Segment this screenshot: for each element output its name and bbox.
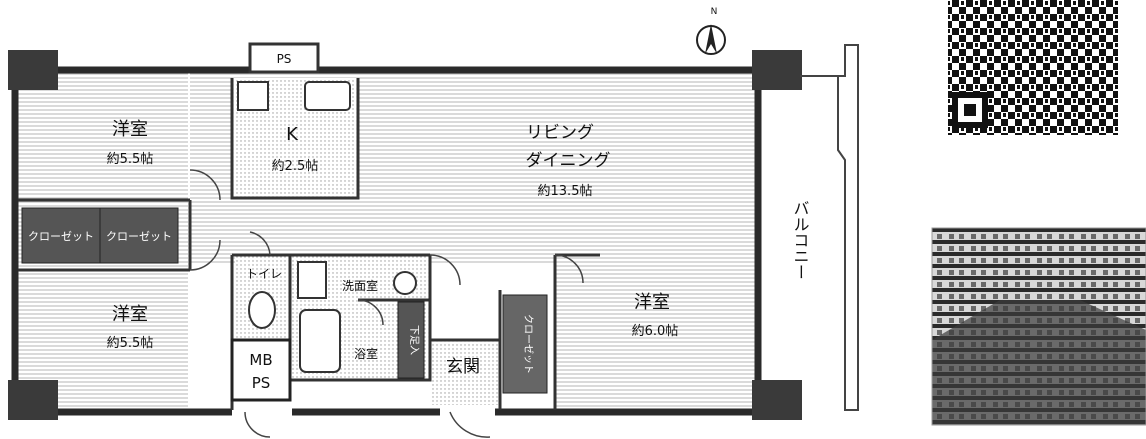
room-kitchen-name: K bbox=[286, 124, 299, 145]
room-living-size: 約13.5帖 bbox=[538, 184, 593, 199]
mbps-box bbox=[230, 338, 292, 402]
door-swings bbox=[189, 169, 584, 438]
mbps-label-2: PS bbox=[252, 374, 271, 392]
room-bath-name: 浴室 bbox=[354, 346, 378, 361]
room-western-se-name: 洋室 bbox=[634, 292, 670, 313]
compass-needle bbox=[705, 24, 717, 54]
qr-code-image bbox=[948, 0, 1118, 135]
room-western-nw-size: 約5.5帖 bbox=[107, 152, 154, 167]
floor-entrance bbox=[430, 340, 500, 405]
room-kitchen-size: 約2.5帖 bbox=[272, 159, 319, 174]
room-western-sw-name: 洋室 bbox=[112, 304, 148, 325]
room-living-line2: ダイニング bbox=[526, 151, 611, 171]
room-western-sw-size: 約5.5帖 bbox=[107, 336, 154, 351]
mbps-label-1: MB bbox=[249, 351, 272, 369]
structural-columns bbox=[8, 50, 802, 420]
room-western-nw-name: 洋室 bbox=[112, 119, 148, 140]
wash-basin-icon bbox=[393, 271, 417, 295]
room-washroom-name: 洗面室 bbox=[342, 278, 378, 293]
ps-top-label: PS bbox=[277, 52, 292, 66]
room-entrance-name: 玄関 bbox=[446, 357, 480, 377]
room-western-se-size: 約6.0帖 bbox=[632, 324, 679, 339]
shoe-box-label: 下足入 bbox=[408, 325, 420, 355]
room-toilet-name: トイレ bbox=[246, 267, 282, 281]
ps-top-box bbox=[248, 42, 320, 74]
toilet-icon bbox=[248, 291, 276, 329]
floor-western-se bbox=[555, 255, 755, 410]
sink-icon bbox=[304, 81, 351, 111]
room-living-line1: リビング bbox=[526, 123, 594, 143]
washer-icon bbox=[297, 261, 327, 299]
closet-c-label: クローゼット bbox=[522, 314, 534, 374]
compass-label: N bbox=[711, 7, 718, 17]
bathtub-icon bbox=[299, 309, 341, 373]
balcony-label: バルコニー bbox=[791, 200, 810, 280]
closet-b-label: クローゼット bbox=[106, 230, 172, 243]
building-photo bbox=[931, 227, 1146, 426]
closet-blocks bbox=[21, 207, 548, 394]
balcony-rail bbox=[800, 44, 859, 411]
closet-a-label: クローゼット bbox=[28, 230, 94, 243]
stove-icon bbox=[237, 81, 269, 111]
